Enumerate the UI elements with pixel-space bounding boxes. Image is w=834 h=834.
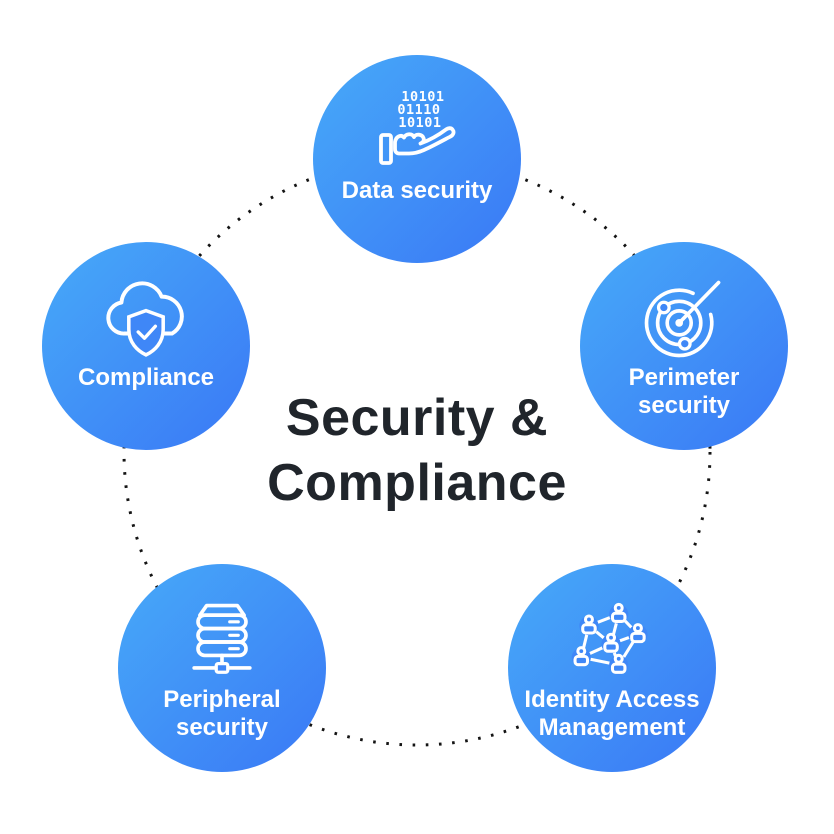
node-identity-access-management: Identity Access Management	[508, 564, 716, 772]
title-line-2: Compliance	[267, 454, 567, 512]
server-network-icon	[172, 594, 272, 690]
node-label: Compliance	[77, 364, 215, 391]
radar-icon	[634, 272, 734, 368]
node-perimeter-security: Perimeter security	[580, 242, 788, 450]
svg-text:01110: 01110	[397, 102, 440, 118]
node-label: Peripheral security	[163, 686, 281, 741]
node-peripheral-security: Peripheral security	[118, 564, 326, 772]
node-compliance: Compliance	[42, 242, 250, 450]
svg-text:10101: 10101	[401, 89, 444, 105]
binary-in-hand-icon: 10101 01110 10101	[367, 85, 467, 181]
diagram-title: Security & Compliance	[0, 386, 834, 516]
cloud-shield-check-icon	[96, 272, 196, 368]
people-network-icon	[562, 594, 662, 690]
node-label: Data security	[341, 177, 493, 204]
title-line-1: Security &	[285, 389, 549, 447]
node-label: Perimeter security	[628, 364, 740, 419]
node-data-security: 10101 01110 10101 Data security	[313, 55, 521, 263]
node-label: Identity Access Management	[524, 686, 700, 741]
svg-text:10101: 10101	[398, 115, 441, 131]
